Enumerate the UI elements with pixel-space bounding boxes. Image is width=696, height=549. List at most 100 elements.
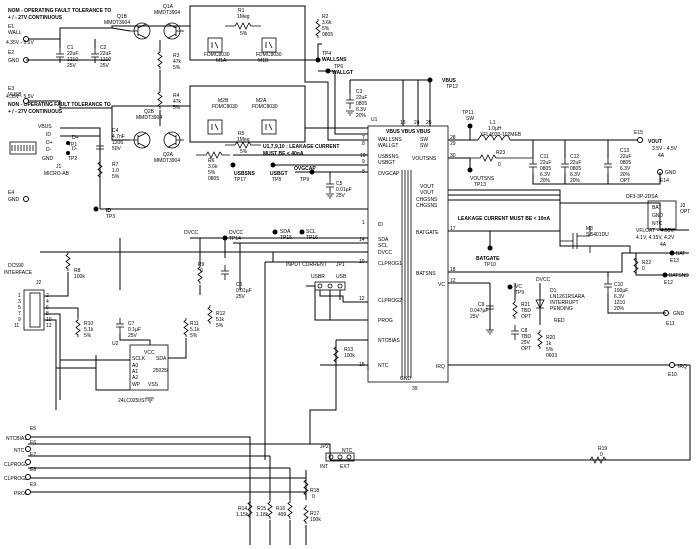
svg-text:100k: 100k (74, 274, 85, 280)
port-e7-clprog1[interactable]: E7 CLPROG1 (4, 452, 36, 468)
svg-text:5%: 5% (112, 174, 120, 180)
port-e6-ntc[interactable]: E6 NTC (14, 440, 36, 454)
port-e11-gnd[interactable]: GND E11 (663, 310, 685, 328)
testpoint-tp12-vbus[interactable]: VBUS TP12 (427, 77, 459, 91)
port-e15-vout[interactable]: E15 VOUT 3.5V - 4.5V 4A (634, 130, 678, 159)
jumper-jp1[interactable]: INPUT CURRENT JP1 USBR USB (286, 262, 347, 291)
svg-text:USBR: USBR (311, 274, 325, 280)
svg-text:VOUT: VOUT (420, 190, 434, 196)
svg-text:VOUTSNS: VOUTSNS (470, 176, 495, 182)
mosfet-m1b: M1B FDMC8030 (256, 37, 282, 64)
capacitor-c6: C6 0.01µF 25V (220, 264, 252, 300)
svg-text:0.047µF: 0.047µF (470, 308, 488, 314)
svg-text:SCLK: SCLK (132, 356, 146, 362)
capacitor-c2: C2 22uF 1210 25V (90, 45, 111, 69)
svg-text:E1: E1 (8, 24, 14, 30)
svg-text:VSS: VSS (148, 382, 159, 388)
svg-text:TBD: TBD (521, 334, 531, 340)
svg-text:25025I: 25025I (153, 368, 168, 374)
port-e4-gnd[interactable]: E4 GND (8, 190, 29, 203)
svg-text:TP9: TP9 (300, 177, 309, 183)
svg-text:GND: GND (42, 156, 54, 162)
svg-text:29: 29 (450, 141, 456, 147)
svg-text:E13: E13 (670, 258, 679, 264)
svg-text:A0: A0 (132, 363, 138, 369)
testpoint-ovgcap[interactable]: OVGCAP TP9 (294, 166, 316, 183)
testpoint-tp15-sda[interactable]: SDA TP15 (272, 229, 293, 241)
testpoint-tp10-batgate[interactable]: BATGATE TP10 (476, 231, 500, 268)
testpoint-tp2[interactable]: D- TP2 (66, 146, 78, 162)
svg-text:R1: R1 (238, 8, 245, 14)
svg-text:25V: 25V (521, 340, 531, 346)
svg-text:R11: R11 (190, 321, 199, 327)
resistor-r1: R1 1Meg 5% (225, 8, 261, 37)
svg-text:VBUS: VBUS (38, 124, 52, 130)
svg-text:25V: 25V (100, 63, 110, 69)
testpoint-tp7-usbsns[interactable]: USBSNS TP17 (230, 162, 256, 184)
svg-text:OVGCAP: OVGCAP (294, 166, 316, 172)
svg-text:4.7nF: 4.7nF (112, 134, 125, 140)
testpoint-tp8-usbgt[interactable]: USBGT TP8 (270, 162, 288, 184)
svg-text:INT: INT (320, 464, 328, 470)
svg-text:12: 12 (450, 278, 456, 284)
svg-text:JP1: JP1 (336, 262, 345, 268)
testpoint-tp1[interactable]: D+ TP1 (66, 135, 79, 148)
svg-text:CHGSNS: CHGSNS (416, 197, 438, 203)
svg-text:0805: 0805 (540, 166, 551, 172)
port-e10-irq[interactable]: IRQ E10 (668, 362, 687, 379)
svg-text:DVCC: DVCC (229, 230, 244, 236)
svg-text:E3: E3 (8, 86, 14, 92)
svg-text:5%: 5% (216, 323, 224, 329)
svg-text:TP9: TP9 (515, 290, 524, 296)
svg-text:VUSB: VUSB (8, 92, 22, 98)
svg-text:TP10: TP10 (484, 262, 496, 268)
svg-text:8: 8 (362, 169, 365, 175)
svg-text:+ / - 27V CONTINUOUS: + / - 27V CONTINUOUS (8, 109, 63, 115)
port-e8-clprog2[interactable]: E8 CLPROG2 (4, 467, 36, 482)
port-e5-ntcbias[interactable]: E5 NTCBIAS (6, 426, 36, 442)
testpoint-tp14-dvcc[interactable]: DVCC TP14 (222, 230, 244, 242)
capacitor-c4: C4 4.7nF 1206 50V (95, 128, 125, 156)
transistor-q1a: Q1A MMDT3904 (154, 4, 184, 40)
svg-text:30: 30 (450, 153, 456, 159)
port-e1-wall[interactable]: E1 WALL 4.35V - 5.5V (6, 24, 34, 46)
svg-text:NTC: NTC (14, 448, 25, 454)
testpoint-tp13-voutsns[interactable]: VOUTSNS TP13 (467, 167, 495, 189)
svg-text:NTCBIAS: NTCBIAS (378, 338, 400, 344)
testpoint-tp4-wallsns[interactable]: TP4 WALLSNS (315, 51, 348, 63)
svg-text:BATGATE: BATGATE (476, 256, 500, 262)
svg-text:0.01µF: 0.01µF (336, 187, 352, 193)
testpoint-tp16-scl[interactable]: SCL TP16 (299, 229, 319, 241)
svg-text:24: 24 (414, 120, 420, 126)
capacitor-c1: C1 22uF 1210 25V (55, 45, 78, 69)
port-e9-prog[interactable]: E9 PROG (14, 482, 36, 497)
svg-text:0: 0 (498, 162, 501, 168)
testpoint-tp3-id[interactable]: ID TP3 (93, 206, 116, 221)
svg-text:R22: R22 (642, 260, 651, 266)
port-e12-batsns[interactable]: BATSNS E12 (662, 272, 690, 287)
port-e13-bat[interactable]: BAT E13 (669, 250, 686, 265)
svg-text:100k: 100k (344, 353, 355, 359)
svg-text:17: 17 (450, 226, 456, 232)
svg-text:CHGSNS: CHGSNS (416, 203, 438, 209)
jumper-jp2[interactable]: JP2 NTC INT EXT (320, 444, 355, 470)
svg-text:J3: J3 (680, 203, 686, 209)
svg-text:VOUT: VOUT (420, 184, 434, 190)
port-e2-gnd[interactable]: E2 GND (8, 50, 29, 64)
svg-text:TP6: TP6 (334, 64, 343, 70)
svg-text:TP16: TP16 (306, 235, 318, 241)
svg-text:NTC: NTC (652, 221, 663, 227)
svg-text:R20: R20 (546, 335, 555, 341)
testpoint-tp9-vc[interactable]: VC TP9 (507, 284, 525, 296)
port-e3-vusb[interactable]: E3 VUSB 4.35V - 5.5V (6, 86, 34, 104)
svg-text:D+: D+ (72, 135, 79, 141)
resistor-r15: R15 1.18k (256, 499, 273, 520)
svg-text:6.3V: 6.3V (540, 172, 551, 178)
wire-network (26, 5, 691, 545)
svg-text:14: 14 (359, 237, 365, 243)
resistor-r11: R11 5.1k 5% (183, 317, 200, 339)
testpoint-tp6-wallgt[interactable]: TP6 WALLGT (325, 64, 354, 76)
svg-text:5%: 5% (240, 31, 248, 37)
svg-text:1.0µH: 1.0µH (488, 126, 502, 132)
testpoint-tp11-sw[interactable]: TP11 SW (462, 110, 474, 140)
